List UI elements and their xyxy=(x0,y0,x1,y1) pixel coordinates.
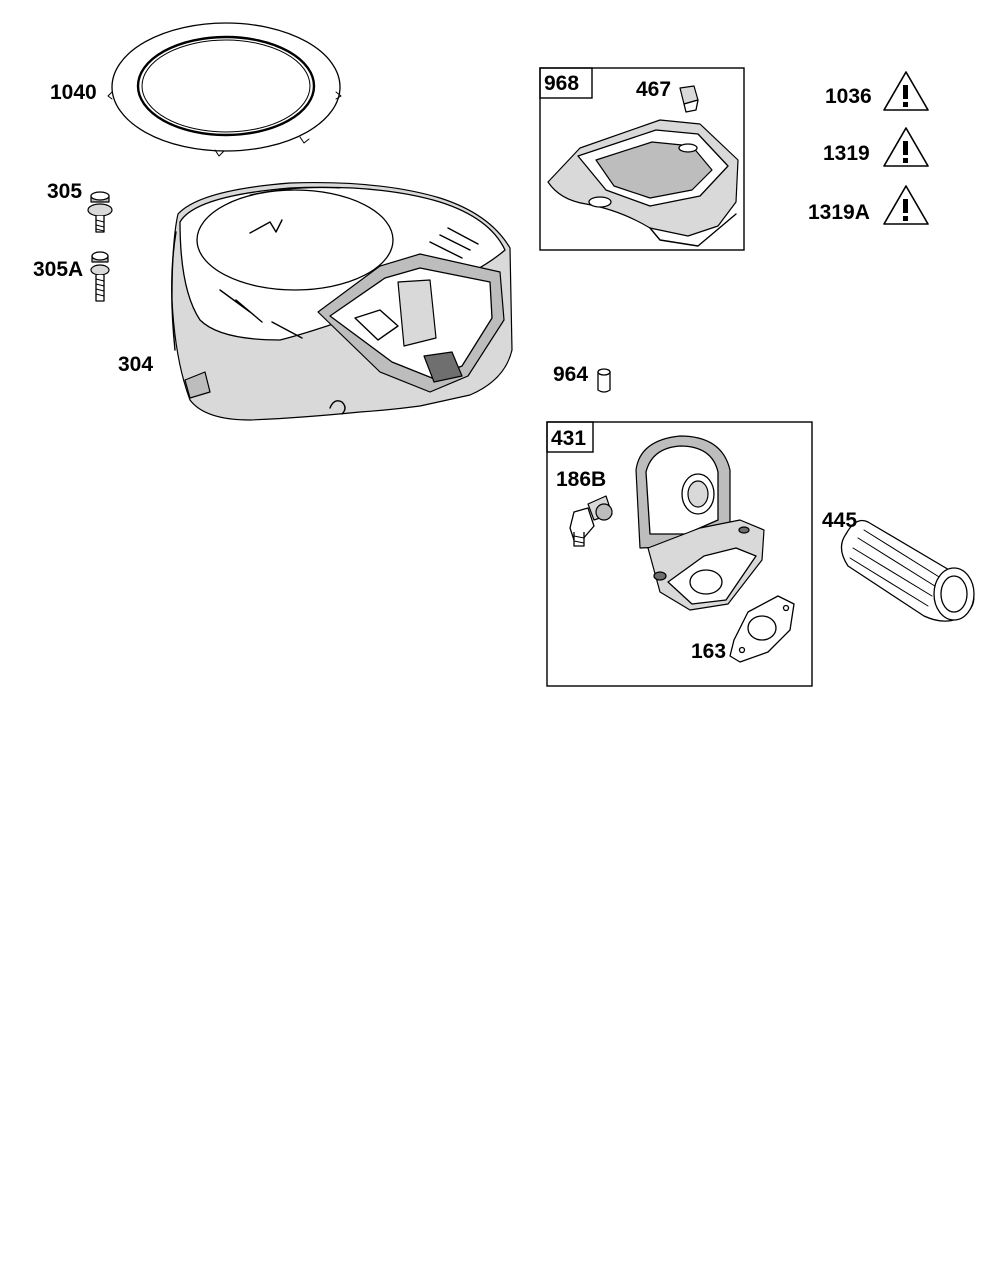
label-431: 431 xyxy=(551,427,586,450)
kit-box-431 xyxy=(546,421,813,687)
part-431-air-cleaner-base[interactable] xyxy=(635,435,765,611)
warning-label-1036[interactable] xyxy=(883,71,929,111)
part-305-bolt[interactable] xyxy=(87,191,113,233)
label-304: 304 xyxy=(118,353,153,376)
warning-label-1319[interactable] xyxy=(883,127,929,167)
label-445: 445 xyxy=(822,509,857,532)
label-186b: 186B xyxy=(556,468,606,491)
warning-label-1319a[interactable] xyxy=(883,185,929,225)
label-305: 305 xyxy=(47,180,82,203)
label-1036: 1036 xyxy=(825,85,872,108)
part-968-cover[interactable] xyxy=(547,119,739,247)
part-964-sleeve[interactable] xyxy=(597,368,611,393)
part-304-blower-housing[interactable] xyxy=(171,181,513,421)
part-305a-bolt[interactable] xyxy=(90,251,110,302)
part-163-gasket[interactable] xyxy=(729,595,795,663)
kit-label-box-968 xyxy=(539,67,593,99)
label-467: 467 xyxy=(636,78,671,101)
label-1319: 1319 xyxy=(823,142,870,165)
part-186b-fitting[interactable] xyxy=(569,495,613,547)
label-163: 163 xyxy=(691,640,726,663)
part-467-knob[interactable] xyxy=(679,85,699,113)
label-964: 964 xyxy=(553,363,588,386)
label-305a: 305A xyxy=(33,258,83,281)
label-968: 968 xyxy=(544,72,579,95)
part-445-filter[interactable] xyxy=(840,519,975,622)
kit-box-968 xyxy=(539,67,745,251)
label-1040: 1040 xyxy=(50,81,97,104)
label-1319a: 1319A xyxy=(808,201,870,224)
kit-label-box-431 xyxy=(546,421,594,453)
part-1040-screen-ring[interactable] xyxy=(107,22,342,157)
